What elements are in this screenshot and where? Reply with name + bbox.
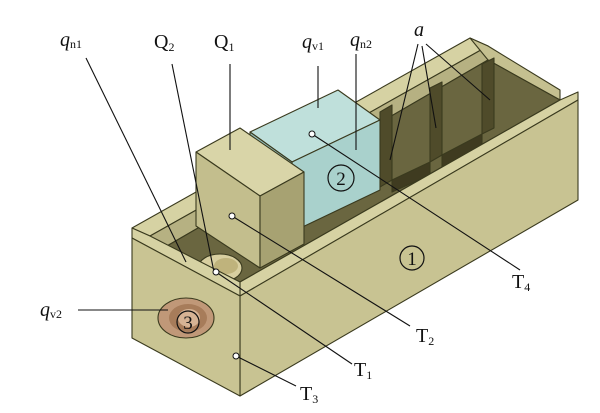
label-qv2: qv2 xyxy=(40,299,62,321)
gear-q2-rim xyxy=(214,258,238,274)
leader-t4 xyxy=(311,133,521,271)
marker-1: 1 xyxy=(407,249,417,270)
partition-left xyxy=(379,104,393,188)
marker-2: 2 xyxy=(336,169,346,190)
label-t2: T2 xyxy=(416,325,434,348)
point-t3 xyxy=(232,352,240,360)
leader-t3 xyxy=(235,355,297,387)
label-t1: T1 xyxy=(354,359,372,382)
label-qv1: qv1 xyxy=(302,31,324,53)
marker-1-ring xyxy=(399,245,425,271)
leader-a-3 xyxy=(425,43,491,101)
marker-3-ring xyxy=(176,310,200,334)
label-t4: T4 xyxy=(512,271,530,294)
leader-qn1 xyxy=(85,57,187,263)
point-t2 xyxy=(228,212,236,220)
label-q2: Q2 xyxy=(154,31,174,54)
partition-right xyxy=(481,57,495,135)
leader-a-1 xyxy=(389,43,419,161)
leader-q2 xyxy=(171,63,215,273)
label-qn1: qn1 xyxy=(60,29,82,51)
leader-a-2 xyxy=(421,45,437,129)
point-t1 xyxy=(212,268,220,276)
leader-t1 xyxy=(215,271,353,365)
tall-block-right xyxy=(259,171,305,269)
leader-t2 xyxy=(231,215,411,327)
label-qn2: qn2 xyxy=(350,29,372,51)
label-q1: Q1 xyxy=(214,31,234,54)
marker-2-ring xyxy=(327,164,355,192)
partition-mid xyxy=(429,81,443,163)
label-a: a xyxy=(414,19,424,41)
point-t4 xyxy=(308,130,316,138)
far-end-wall xyxy=(469,37,561,101)
label-t3: T3 xyxy=(300,383,318,406)
marker-3: 3 xyxy=(183,313,193,334)
